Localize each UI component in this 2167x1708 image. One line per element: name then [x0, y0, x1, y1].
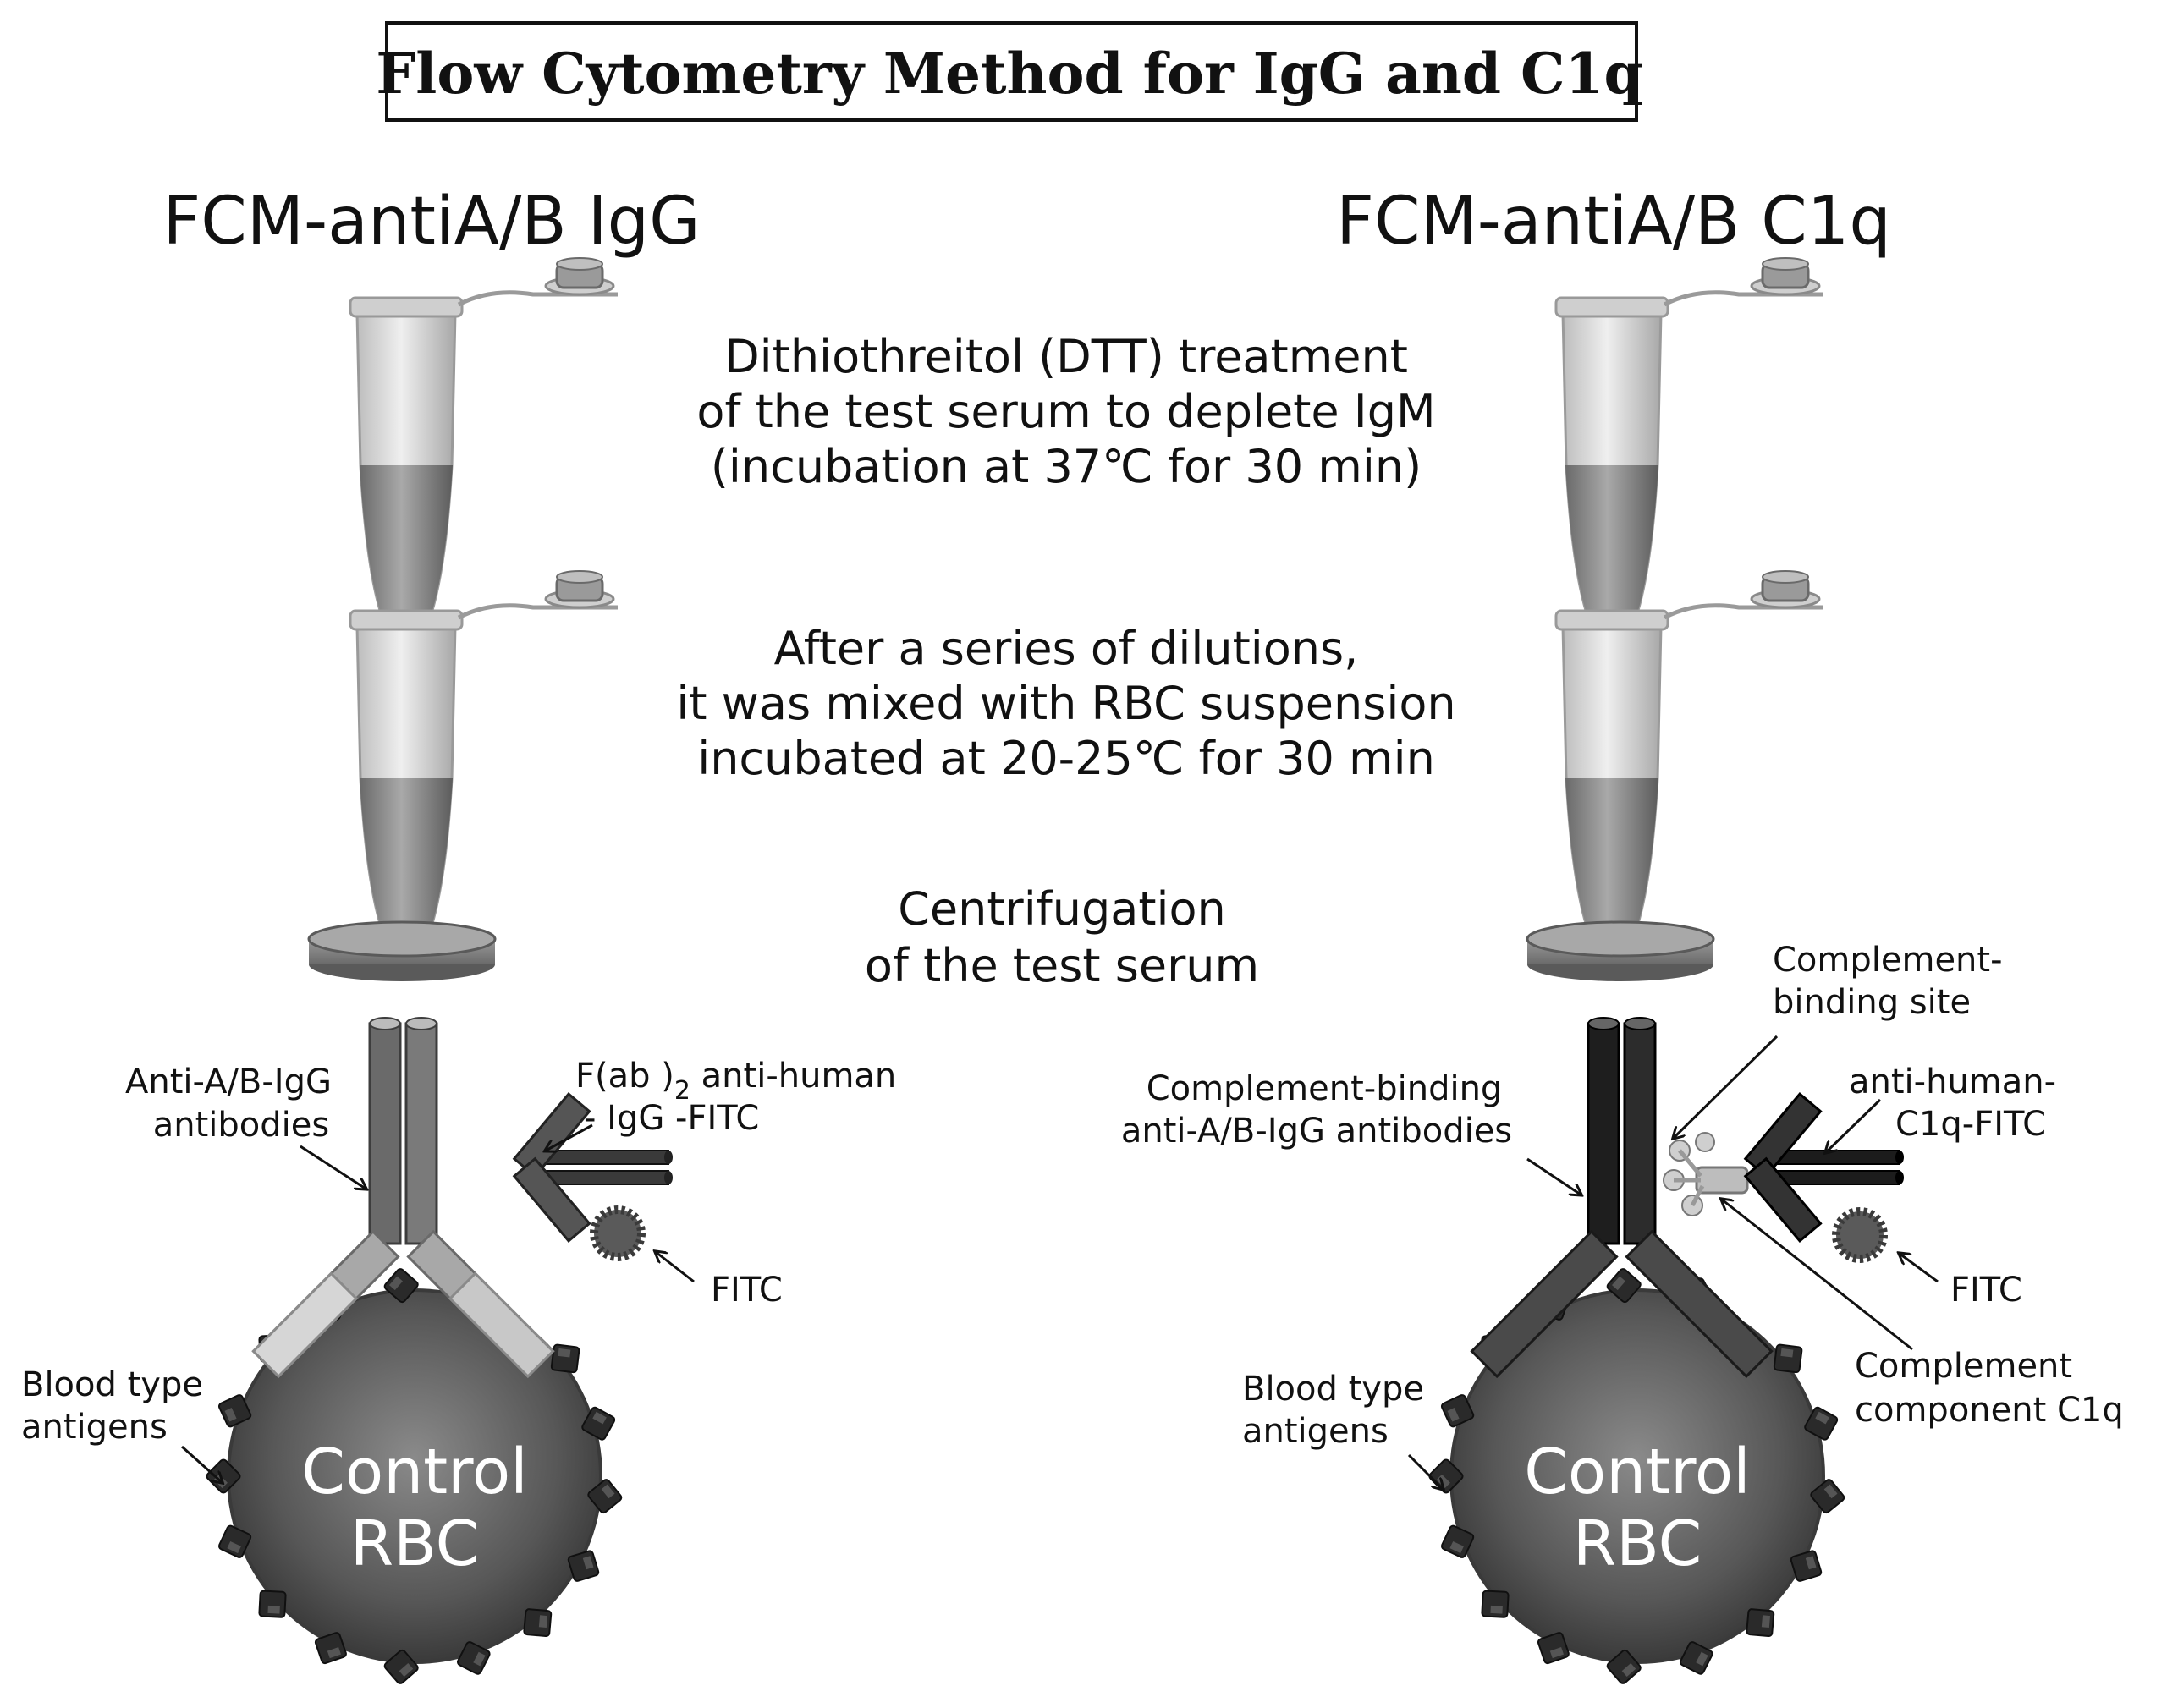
step-2-line-2: it was mixed with RBC suspension: [676, 677, 1455, 730]
left-antibody-label-2: antibodies: [153, 1106, 329, 1145]
right-secondary-label-2: C1q-FITC: [1895, 1105, 2046, 1144]
step-3: Centrifugation of the test serum: [865, 882, 1259, 992]
left-fitc-label: FITC: [711, 1271, 783, 1310]
step-3-line-1: Centrifugation: [898, 882, 1226, 936]
left-secondary-subscript: 2: [674, 1076, 690, 1106]
right-antibody-label-2: anti-A/B-IgG antibodies: [1121, 1112, 1512, 1151]
left-secondary-rest: anti-human: [690, 1057, 896, 1096]
right-secondary-antibody: [1743, 1091, 1904, 1244]
right-antigen-arrow: [1407, 1453, 1443, 1489]
left-antigen-6: [550, 1343, 580, 1374]
c1q-component-icon: [1663, 1132, 1749, 1216]
step-1-line-3: (incubation at 37℃ for 30 min): [711, 440, 1422, 493]
right-antigen-label-2: antigens: [1242, 1412, 1389, 1451]
binding-site-label-2: binding site: [1773, 983, 1971, 1022]
right-tube-step2: [1556, 571, 1823, 968]
step-1: Dithiothreitol (DTT) treatment of the te…: [696, 330, 1435, 493]
right-antigen-10: [1746, 1607, 1775, 1638]
left-secondary-label-1: F(ab )2 anti-human: [575, 1057, 896, 1106]
right-rbc-cell: Control RBC: [1449, 1288, 1825, 1664]
c1q-label-2: component C1q: [1855, 1391, 2124, 1430]
left-rbc-cell: Control RBC: [227, 1288, 602, 1664]
left-secondary-fab: F(ab ): [575, 1057, 674, 1096]
right-fitc-arrow: [1900, 1254, 1939, 1283]
left-centrifuge-disc: [307, 920, 497, 983]
left-fitc-arrow: [656, 1252, 695, 1283]
right-antigen-label-1: Blood type: [1242, 1370, 1424, 1409]
right-secondary-label-1: anti-human-: [1849, 1063, 2056, 1101]
binding-site-arrow: [1674, 1035, 1779, 1138]
left-antibody-label-1: Anti-A/B-IgG: [125, 1063, 332, 1101]
left-secondary-label-2: - IgG -FITC: [584, 1099, 759, 1138]
left-antigen-10: [523, 1607, 553, 1638]
step-2-line-1: After a series of dilutions,: [774, 622, 1359, 675]
step-2-line-3: incubated at 20-25℃ for 30 min: [697, 732, 1435, 785]
right-igg-antibody: [1470, 1017, 1774, 1379]
left-rbc-label-1: Control: [301, 1436, 528, 1508]
right-rbc-label-1: Control: [1524, 1436, 1751, 1508]
right-antigen-14: [1481, 1590, 1510, 1618]
left-fitc-icon: [590, 1205, 646, 1261]
left-rbc-label-2: RBC: [350, 1508, 480, 1580]
c1q-arrow: [1722, 1200, 1913, 1351]
right-rbc-label-2: RBC: [1573, 1508, 1702, 1580]
right-heading: FCM-antiA/B C1q: [1336, 184, 1891, 260]
left-tube-step2: [350, 571, 618, 968]
step-1-line-1: Dithiothreitol (DTT) treatment: [724, 330, 1408, 383]
left-antigen-14: [258, 1590, 287, 1618]
c1q-label-1: Complement: [1855, 1347, 2072, 1386]
right-antibody-label-1: Complement-binding: [1147, 1069, 1503, 1108]
right-secondary-arrow: [1826, 1098, 1882, 1152]
right-fitc-label: FITC: [1950, 1271, 2022, 1310]
left-antigen-arrow: [181, 1445, 222, 1482]
right-centrifuge-disc: [1526, 920, 1715, 983]
left-igg-antibody: [251, 1017, 555, 1379]
right-fitc-icon: [1832, 1207, 1888, 1263]
left-secondary-arrow: [546, 1123, 593, 1151]
left-antigen-label-1: Blood type: [21, 1365, 203, 1404]
step-3-line-2: of the test serum: [865, 939, 1259, 992]
left-antibody-arrow: [300, 1145, 366, 1189]
binding-site-label-1: Complement-: [1773, 941, 2003, 980]
step-2: After a series of dilutions, it was mixe…: [676, 622, 1455, 785]
title-frame: [385, 21, 1638, 122]
left-heading: FCM-antiA/B IgG: [162, 184, 700, 260]
diagram-title: Flow Cytometry Method for IgG and C1q: [376, 41, 1642, 107]
left-antigen-label-2: antigens: [21, 1408, 168, 1447]
right-antigen-6: [1773, 1343, 1803, 1374]
right-antibody-arrow: [1526, 1157, 1581, 1195]
left-secondary-antibody: [512, 1091, 673, 1244]
step-1-line-2: of the test serum to deplete IgM: [696, 385, 1435, 438]
